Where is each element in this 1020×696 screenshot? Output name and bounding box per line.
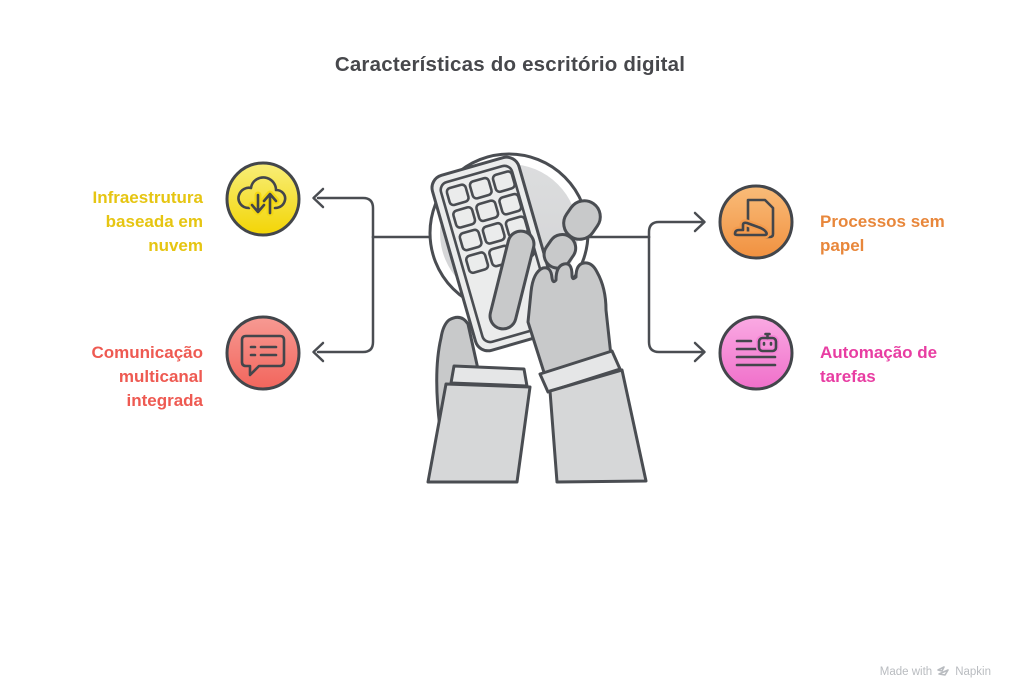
cloud-sync-icon	[237, 176, 287, 217]
watermark-prefix: Made with	[879, 665, 933, 678]
connector-left	[312, 187, 432, 363]
node-comunicacao	[225, 315, 301, 391]
left-sleeve	[426, 382, 532, 484]
chat-list-icon	[240, 334, 286, 377]
left-cuff	[449, 364, 529, 388]
label-processos: Processos sem papel	[820, 212, 945, 255]
node-infraestrutura	[225, 161, 301, 237]
label-infraestrutura: Infraestrutura baseada em nuvem	[92, 188, 203, 255]
right-cuff	[538, 349, 622, 394]
label-automacao: Automação de tarefas	[820, 343, 938, 386]
hands-phone-illustration	[426, 152, 648, 484]
arrowhead-right-top	[693, 211, 706, 233]
napkin-logo-icon	[937, 666, 949, 676]
connector-right	[586, 211, 706, 363]
arrowhead-right-bottom	[693, 341, 706, 363]
right-hand	[526, 261, 614, 387]
right-thumb	[542, 233, 578, 270]
node-processos	[718, 184, 794, 260]
right-index-finger	[488, 229, 536, 331]
label-comunicacao: Comunicação multicanal integrada	[91, 343, 203, 410]
arrowhead-left-bottom	[312, 341, 325, 363]
paperless-document-icon	[731, 198, 775, 239]
robot-tasks-icon	[735, 332, 779, 367]
page-title: Características do escritório digital	[334, 53, 686, 76]
arrowhead-left-top	[312, 187, 325, 209]
watermark-brand: Napkin	[955, 665, 991, 678]
watermark: Made with Napkin	[880, 665, 991, 678]
right-sleeve	[548, 368, 648, 484]
node-automacao	[718, 315, 794, 391]
